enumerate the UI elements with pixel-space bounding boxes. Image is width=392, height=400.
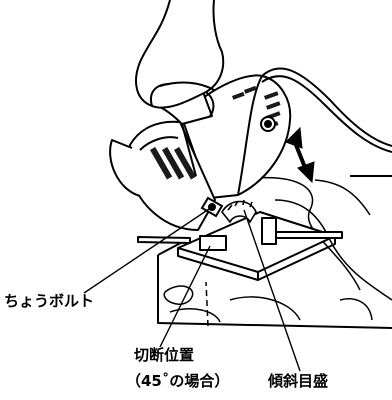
hand: [135, 0, 225, 117]
leader-wing-bolt: [83, 206, 213, 294]
leader-lines: [83, 206, 301, 372]
saw-body: [109, 67, 392, 231]
base-plate: [137, 211, 343, 281]
label-wing-bolt: ちょうボルト: [4, 292, 95, 310]
wood-block: [157, 175, 392, 329]
bevel-scale: [221, 199, 257, 224]
label-cut-position: 切断位置: [134, 346, 195, 364]
leader-cut-position: [159, 245, 211, 348]
double-arrow-icon: [285, 126, 315, 184]
label-cut-position-note: （45˚の場合）: [126, 372, 230, 390]
leader-bevel-scale: [243, 209, 301, 372]
label-bevel-scale: 傾斜目盛: [268, 372, 329, 390]
